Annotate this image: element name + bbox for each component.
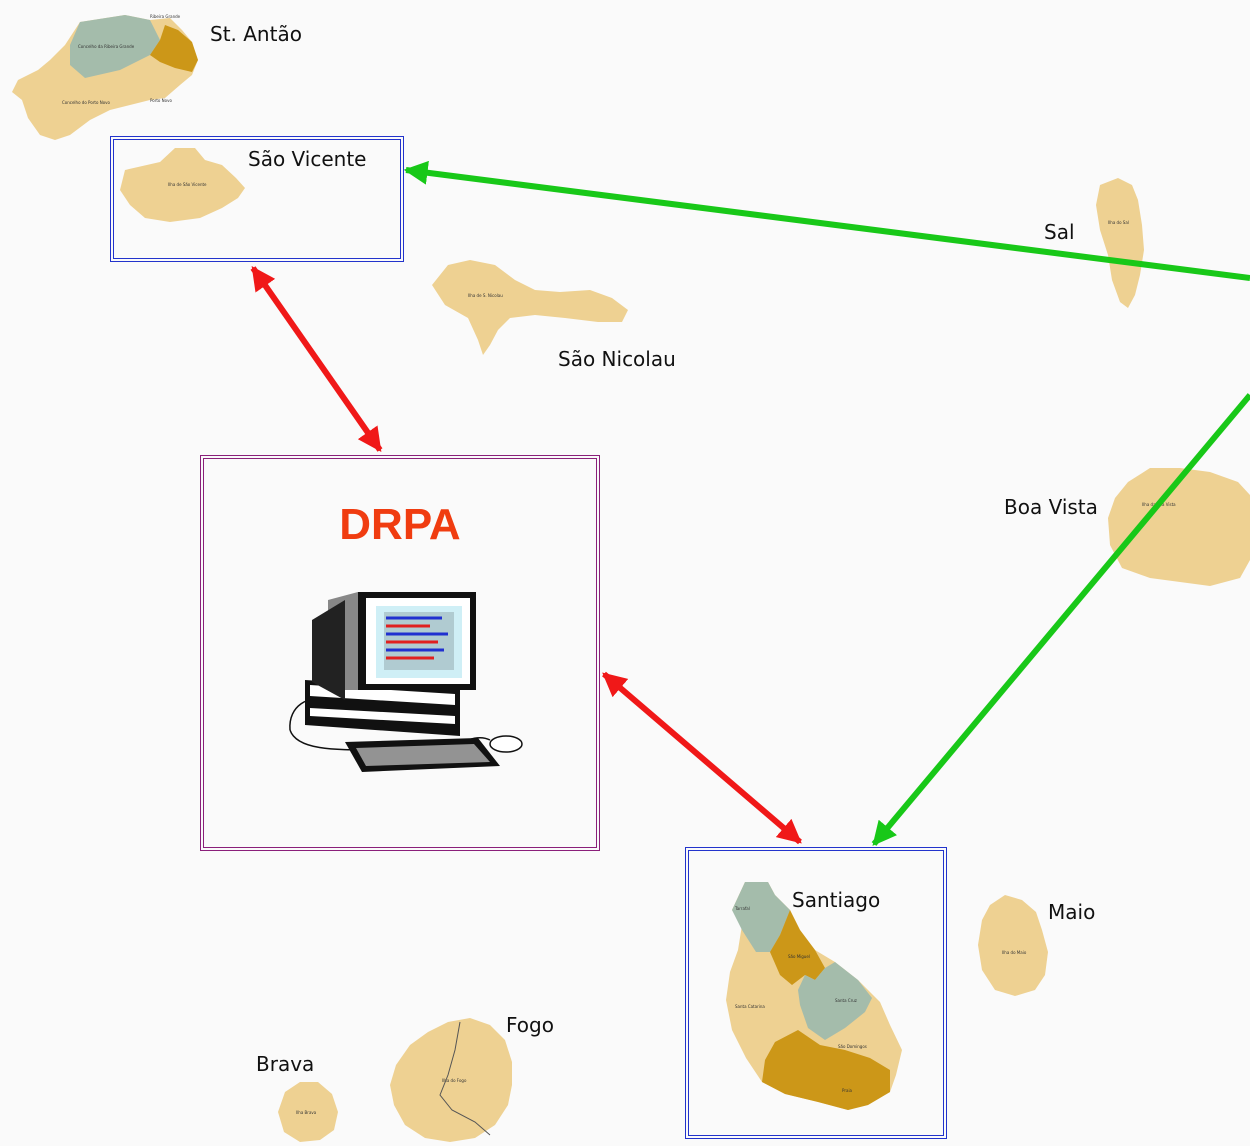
label-fogo: Fogo (506, 1013, 554, 1037)
svg-text:Ilha de S. Nicolau: Ilha de S. Nicolau (468, 293, 503, 298)
svg-text:São Domingos: São Domingos (838, 1044, 867, 1049)
svg-text:Ilha do Sal: Ilha do Sal (1108, 220, 1129, 225)
label-st-antao: St. Antão (210, 22, 302, 46)
santiago-frame (685, 847, 947, 1139)
drpa-title: DRPA (339, 500, 461, 549)
svg-text:Tarrafal: Tarrafal (734, 906, 750, 911)
computer-icon (289, 592, 523, 772)
island-sao-vicente: Ilha de São Vicente (120, 148, 245, 222)
svg-text:Ilha Brava: Ilha Brava (296, 1110, 317, 1115)
svg-text:Ilha do Fogo: Ilha do Fogo (442, 1078, 467, 1083)
label-maio: Maio (1048, 900, 1096, 924)
svg-text:Santa Catarina: Santa Catarina (735, 1004, 765, 1009)
island-santiago: Tarrafal São Miguel Santa Cruz Santa Cat… (726, 882, 902, 1110)
label-sao-nicolau: São Nicolau (558, 347, 676, 371)
label-santiago: Santiago (792, 888, 881, 912)
svg-text:Praia: Praia (842, 1088, 853, 1093)
svg-text:Ribeira Grande: Ribeira Grande (150, 14, 181, 19)
label-boa-vista: Boa Vista (1004, 495, 1098, 519)
svg-text:Ilha do Maio: Ilha do Maio (1002, 950, 1027, 955)
label-sal: Sal (1044, 220, 1075, 244)
arrow-east-sao-vicente (403, 160, 1250, 281)
svg-text:Santa Cruz: Santa Cruz (835, 998, 857, 1003)
svg-text:Ilha de São Vicente: Ilha de São Vicente (168, 182, 207, 187)
island-sal: Ilha do Sal (1096, 178, 1144, 308)
island-maio: Ilha do Maio (978, 895, 1048, 996)
island-st-antao: Concelho do Porto Novo Concelho da Ribei… (12, 14, 198, 140)
island-sao-nicolau: Ilha de S. Nicolau (432, 260, 628, 355)
island-brava: Ilha Brava (278, 1082, 338, 1142)
arrow-drpa-santiago (602, 671, 802, 845)
island-boa-vista: Ilha da Boa Vista (1108, 468, 1250, 586)
svg-text:São Miguel: São Miguel (788, 954, 810, 959)
sao-vicente-frame (110, 136, 404, 262)
arrow-east-santiago (871, 393, 1250, 846)
svg-text:Concelho da Ribeira Grande: Concelho da Ribeira Grande (78, 44, 135, 49)
arrow-sao-vicente-drpa (250, 266, 383, 452)
drpa-frame (200, 455, 600, 851)
label-sao-vicente: São Vicente (248, 147, 367, 171)
svg-text:Concelho do Porto Novo: Concelho do Porto Novo (62, 100, 111, 105)
label-brava: Brava (256, 1052, 315, 1076)
svg-text:Porto Novo: Porto Novo (150, 98, 172, 103)
island-fogo: Ilha do Fogo (390, 1018, 512, 1142)
